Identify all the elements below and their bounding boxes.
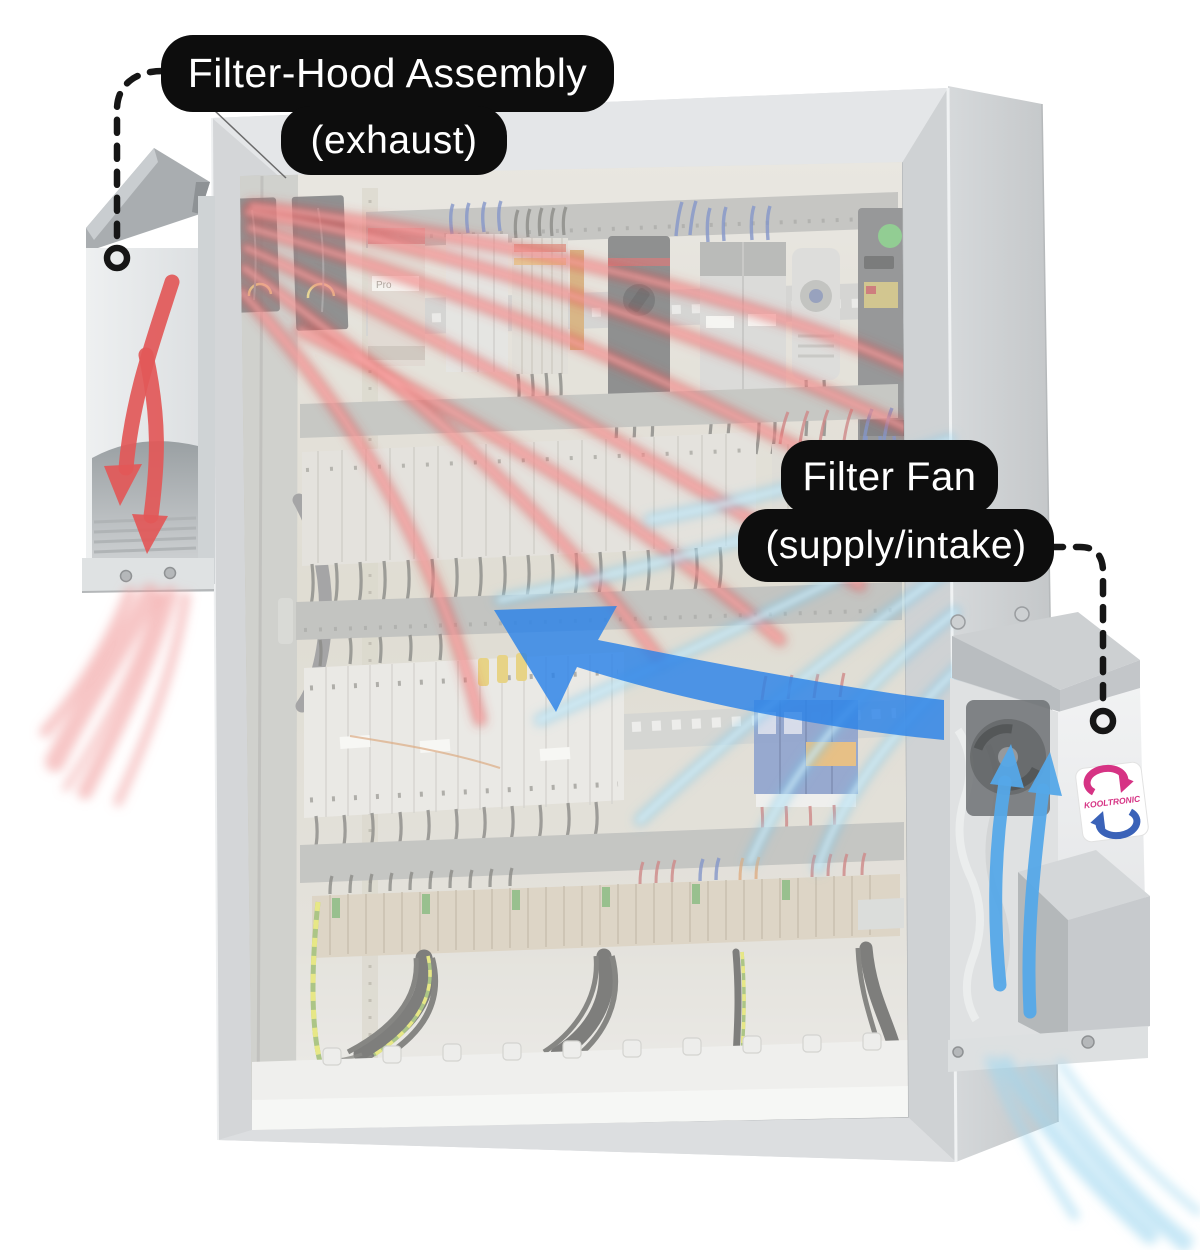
bottom-terminal-strip [312, 852, 904, 958]
hood-screw [163, 566, 177, 580]
wire-duct-4 [300, 822, 904, 883]
kooltronic-logo: KOOLTRONIC [1075, 761, 1149, 843]
fan-screw [952, 1046, 964, 1058]
hood-screw [119, 569, 133, 583]
intake-label-line2: (supply/intake) [738, 509, 1054, 582]
supply-air-plume [985, 1055, 1200, 1250]
intake-connector [1046, 543, 1107, 704]
cable-glands [252, 1032, 908, 1130]
supply-direction-arrows [989, 744, 1062, 1019]
leader-line [213, 109, 287, 179]
exhaust-connector [113, 67, 167, 240]
fan-screw [1081, 1035, 1095, 1049]
intake-label-line1-text: Filter Fan [802, 455, 977, 499]
fan-cap [952, 612, 1140, 690]
intake-connector-endpoint [1089, 707, 1117, 735]
mount-bolt [950, 614, 966, 630]
intake-airflow-arrow [494, 606, 944, 740]
left-reveal [240, 174, 298, 1130]
callout-connectors [103, 67, 1117, 735]
exhaust-connector-endpoint [103, 244, 131, 272]
filter-fan-unit: KOOLTRONIC [948, 606, 1150, 1072]
door-hinge [278, 598, 293, 644]
filter-hood-assembly [81, 148, 215, 593]
exhaust-label-line1-text: Filter-Hood Assembly [187, 50, 588, 96]
exhaust-label-line2-text: (exhaust) [310, 118, 478, 162]
exhaust-label-line2: (exhaust) [281, 106, 507, 175]
exhaust-direction-arrows [104, 274, 180, 554]
breaker-bank-row3 [304, 633, 624, 855]
intake-label-line2-text: (supply/intake) [765, 523, 1027, 567]
exhaust-label-line1: Filter-Hood Assembly [161, 35, 614, 112]
intake-label-line1: Filter Fan [781, 440, 998, 515]
plc-label-text: Pro [376, 280, 392, 291]
exhaust-air-plume [39, 584, 191, 807]
mount-bolt [1014, 606, 1030, 622]
